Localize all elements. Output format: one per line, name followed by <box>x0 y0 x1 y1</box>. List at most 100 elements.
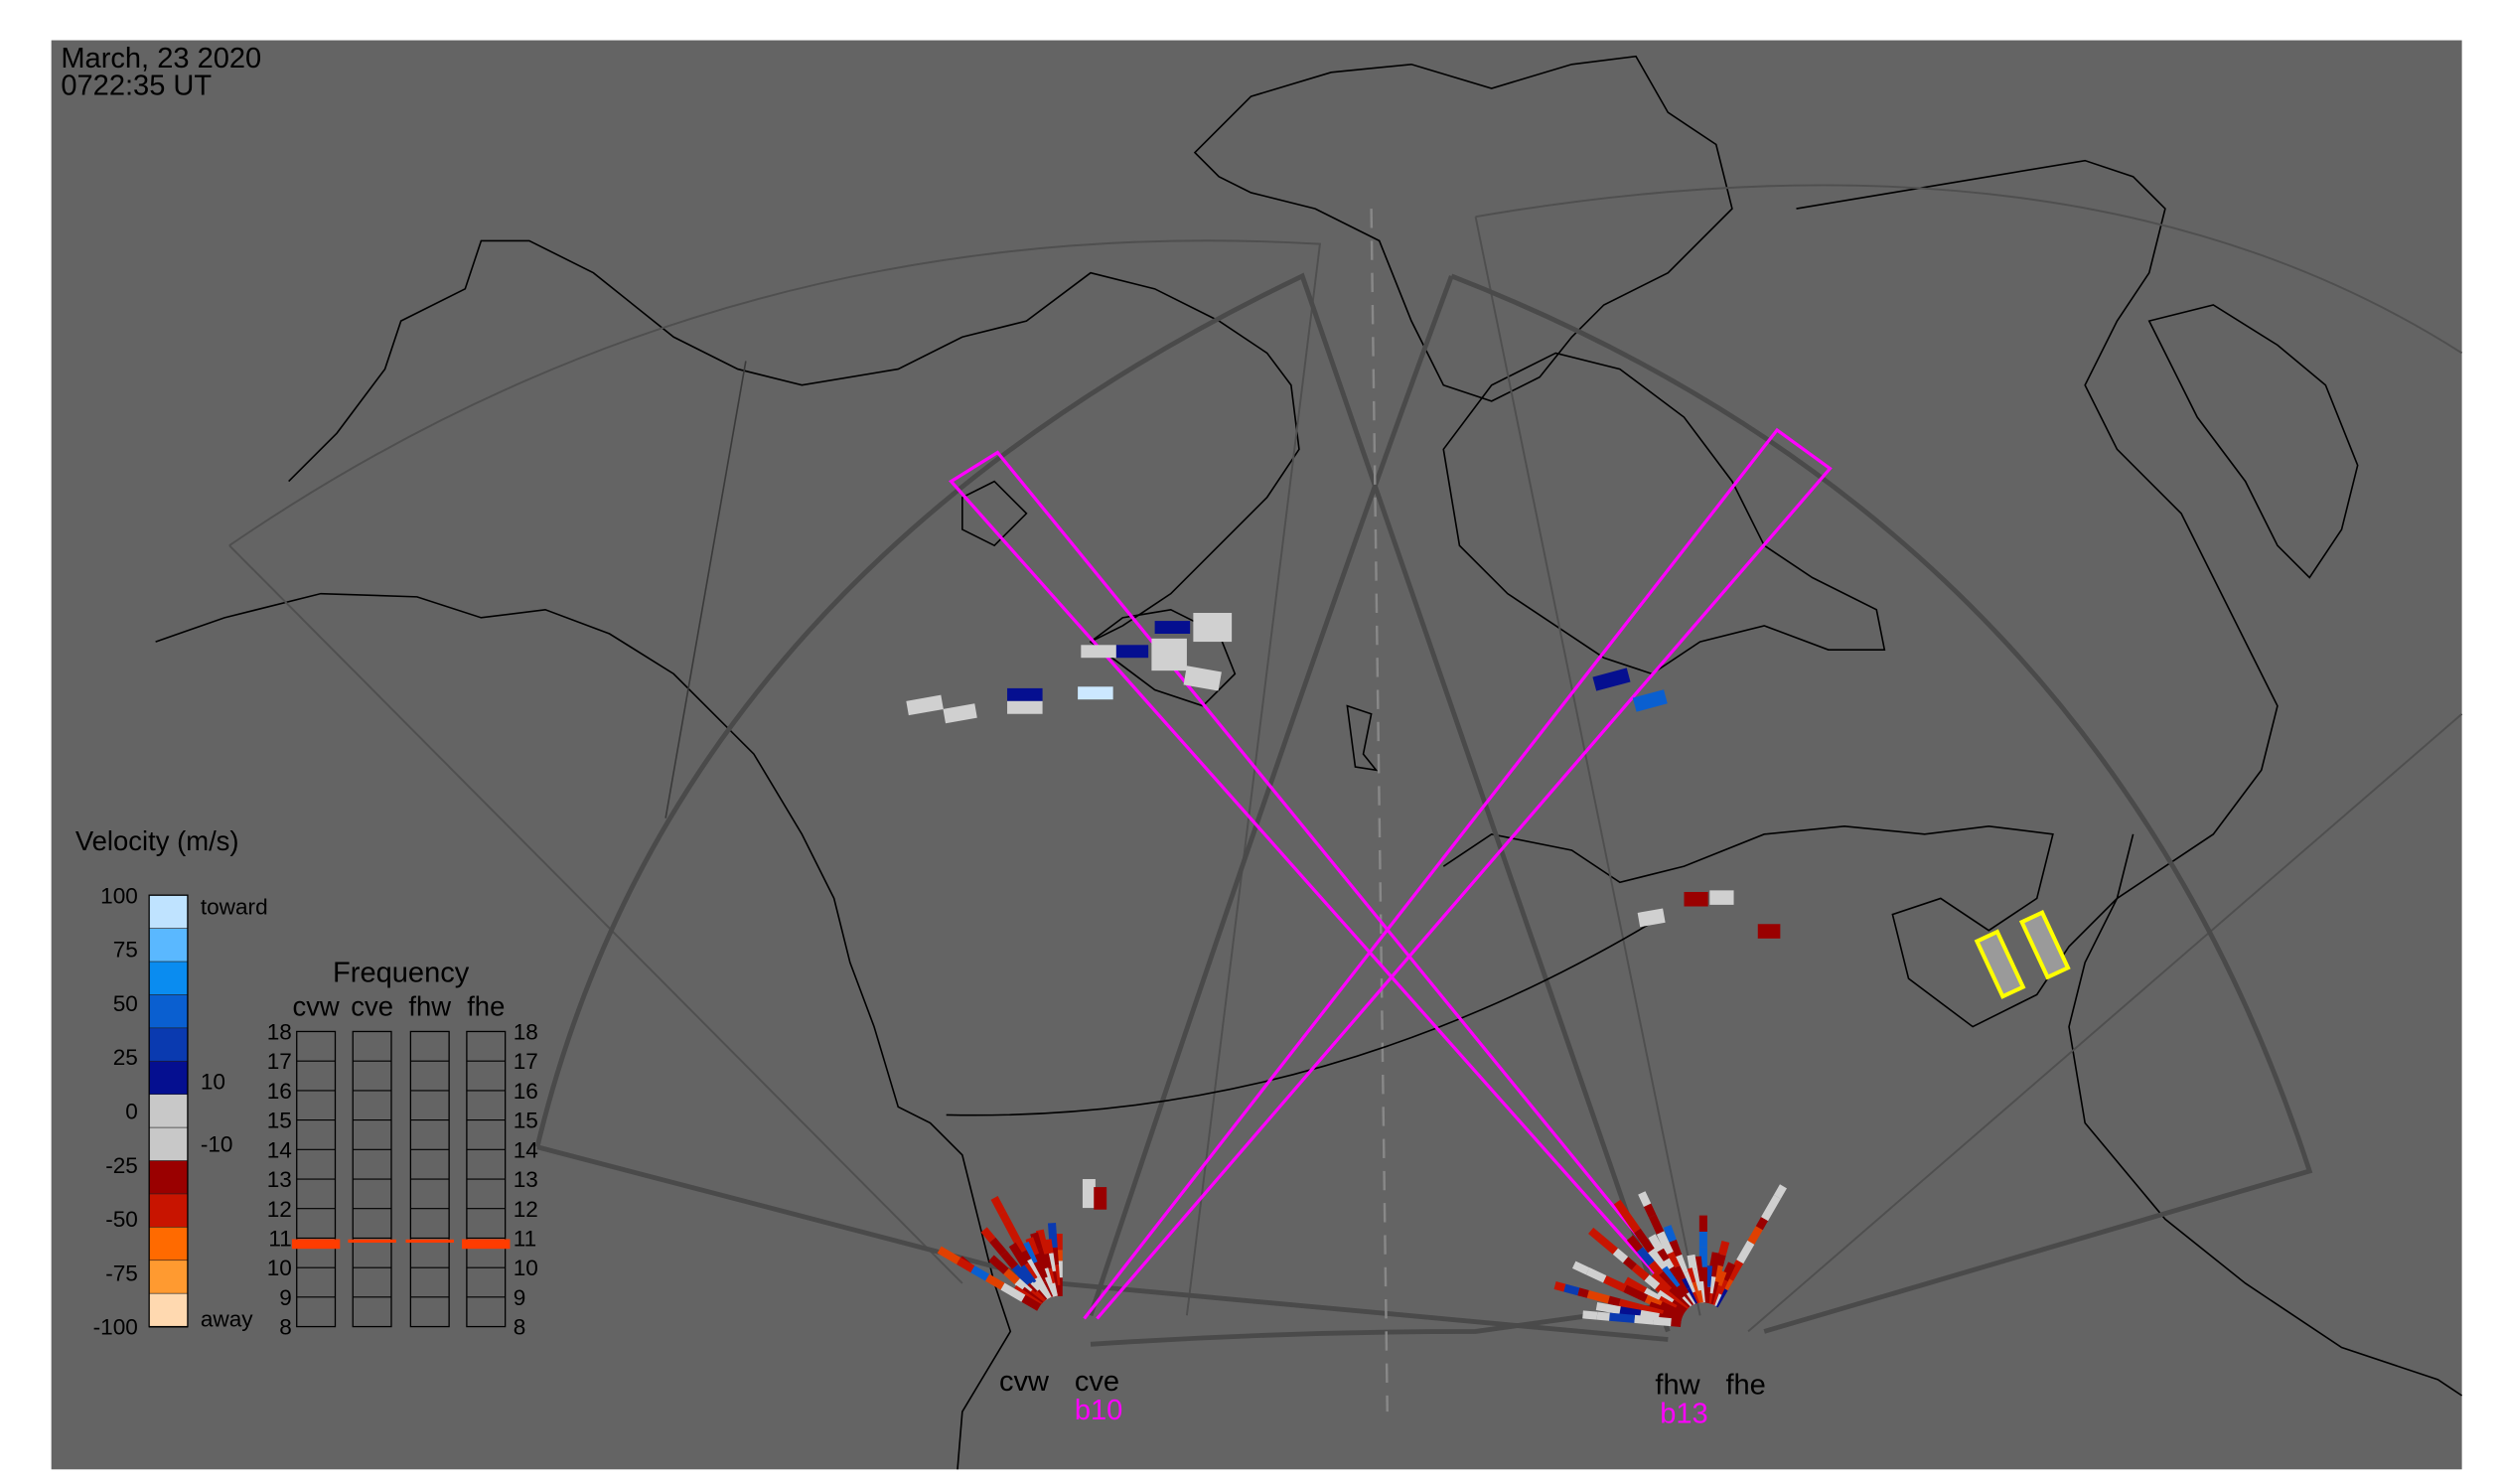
colorbar-frame <box>148 894 189 1328</box>
fan-cell <box>1622 1257 1637 1270</box>
fan-cell <box>1650 1271 1673 1294</box>
fan-cell <box>998 1210 1011 1224</box>
fan-cell <box>1011 1263 1033 1287</box>
frequency-tick-right: 18 <box>514 1020 538 1045</box>
fan-cell <box>1000 1251 1019 1269</box>
fan-cell <box>1622 1212 1641 1234</box>
frequency-tick-left: 16 <box>267 1079 292 1104</box>
scatter-cell <box>1094 1187 1107 1210</box>
frequency-tick-right: 16 <box>514 1079 538 1104</box>
velocity-tick: 100 <box>100 883 138 908</box>
fan-cell <box>1000 1282 1026 1302</box>
frequency-tick-right: 12 <box>514 1197 538 1222</box>
colorbar-segment <box>148 1027 189 1063</box>
fan-cell <box>1674 1254 1689 1274</box>
velocity-tick: 75 <box>113 938 138 963</box>
fan-cell <box>1698 1231 1707 1248</box>
frequency-marker-fhw <box>405 1239 454 1244</box>
fan-cell <box>1588 1227 1602 1242</box>
fan-cell <box>1634 1228 1655 1254</box>
fan-cell <box>1662 1258 1675 1270</box>
fan-cell <box>1663 1225 1677 1243</box>
fan-cell <box>1669 1239 1683 1258</box>
fan-cell <box>1656 1231 1674 1256</box>
frequency-marker-cve <box>348 1239 396 1244</box>
fan-cell <box>1656 1248 1670 1262</box>
fan-cell <box>1666 1252 1681 1269</box>
fan-cell <box>1648 1234 1664 1253</box>
fan-cell <box>1582 1310 1598 1320</box>
colorbar-segment <box>148 894 189 930</box>
fan-cell <box>1003 1267 1020 1285</box>
colorbar-segment <box>148 1126 189 1162</box>
colorbar-segment <box>148 1193 189 1229</box>
scatter-cell <box>943 703 977 724</box>
frequency-tick-left: 18 <box>267 1020 292 1045</box>
velocity-tick: 50 <box>113 991 138 1016</box>
scatter-cell <box>906 694 944 716</box>
fan-cell <box>1013 1238 1027 1255</box>
scatter-cell <box>1151 638 1187 671</box>
fan-cell <box>1623 1284 1649 1302</box>
fan-cell <box>989 1237 1007 1257</box>
frequency-tick-right: 11 <box>514 1227 536 1252</box>
fan-cell <box>1755 1217 1769 1231</box>
colorbar-segment <box>148 1094 189 1129</box>
fan-cell <box>985 1273 1005 1290</box>
fan-cell <box>1673 1264 1687 1281</box>
scatter-cell <box>1082 1179 1096 1209</box>
scatter-cell <box>1632 689 1668 712</box>
tick-10: 10 <box>201 1070 225 1095</box>
velocity-tick: 25 <box>113 1045 138 1070</box>
fan-cell <box>1634 1314 1655 1325</box>
fan-cell <box>1019 1250 1032 1262</box>
fan-cell <box>937 1246 961 1264</box>
fan-cell <box>1644 1274 1661 1290</box>
frequency-tick-right: 17 <box>514 1049 538 1074</box>
fan-cell <box>1609 1312 1636 1323</box>
frequency-tick-right: 9 <box>514 1285 526 1310</box>
colorbar-segment <box>148 961 189 996</box>
away-label: away <box>201 1307 253 1332</box>
fan-cell <box>1623 1276 1648 1295</box>
scatter-cell <box>1757 924 1781 939</box>
scatter-cell <box>1154 621 1191 635</box>
frequency-radar-cvw: cvw <box>292 990 339 1021</box>
scatter-cell <box>1193 613 1233 643</box>
fan-cell <box>1747 1226 1763 1245</box>
scatter-cell <box>1007 687 1043 701</box>
fan-cell <box>1008 1242 1029 1267</box>
fan-cell <box>1660 1265 1681 1290</box>
radar-label-fhe: fhe <box>1725 1369 1765 1401</box>
frequency-radar-cve: cve <box>351 990 393 1021</box>
beam-b13 <box>949 450 1693 1304</box>
frequency-tick-left: 13 <box>267 1167 292 1192</box>
frequency-tick-left: 15 <box>267 1109 292 1133</box>
fan-cell <box>1025 1237 1040 1257</box>
frequency-tick-left: 11 <box>268 1227 291 1252</box>
fan-cell <box>1613 1199 1630 1218</box>
time-label: 0722:35 UT <box>61 70 212 101</box>
velocity-tick: -25 <box>105 1153 138 1178</box>
fan-cell <box>1596 1235 1618 1255</box>
velocity-tick: 0 <box>125 1099 138 1123</box>
beam-b10 <box>1083 427 1833 1320</box>
fan-cell <box>1577 1287 1589 1298</box>
fan-cell <box>1607 1295 1621 1307</box>
fan-cell <box>1653 1316 1672 1327</box>
fan-cell <box>1638 1191 1652 1207</box>
fan-cell <box>957 1257 975 1273</box>
colorbar-segment <box>148 1260 189 1295</box>
scatter-cell <box>1078 686 1113 700</box>
date-label: March, 23 2020 <box>61 43 261 74</box>
scatter-cell <box>1081 645 1116 659</box>
fan-cell <box>1612 1248 1629 1263</box>
fields-of-view <box>228 184 2463 1412</box>
fan-cell <box>1586 1289 1610 1304</box>
colorbar-segment <box>148 1227 189 1261</box>
fan-cell <box>1649 1214 1665 1235</box>
fan-cell <box>1035 1229 1049 1256</box>
scatter-cell <box>1709 890 1734 905</box>
